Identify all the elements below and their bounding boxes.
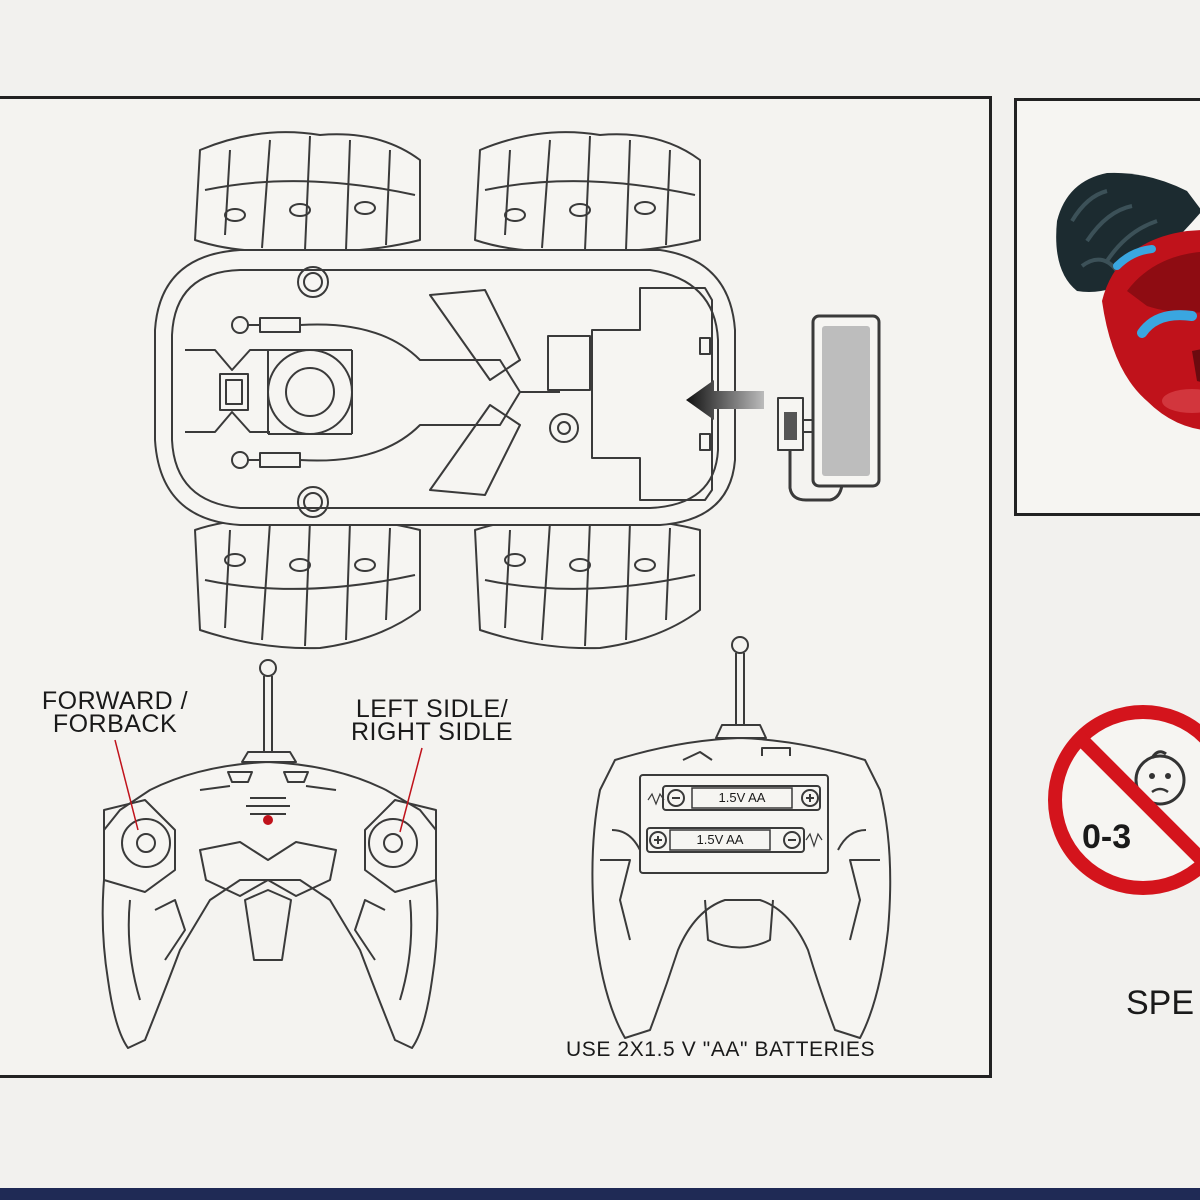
wheel-bottom-right (474, 517, 701, 650)
battery-slot-2-label: 1.5V AA (696, 832, 744, 847)
chassis (154, 249, 736, 526)
remote-front (101, 659, 439, 1049)
spec-heading: SPE (1126, 984, 1195, 1022)
wheel-top-right (474, 131, 701, 253)
side-label-line1: LEFT SIDLE/ (355, 695, 509, 723)
insert-arrow-icon (686, 380, 764, 420)
age-warning-text: 0-3 (1082, 818, 1132, 856)
wheel-top-left (194, 131, 421, 253)
car-photo (1056, 172, 1200, 430)
side-leader-line (399, 747, 423, 833)
remote-back (591, 636, 892, 1039)
forward-label: FORWARD / FORBACK (30, 687, 200, 738)
side-label: LEFT SIDLE/ RIGHT SIDLE (342, 695, 522, 746)
battery-pack (777, 314, 881, 502)
wheel-bottom-left (194, 517, 421, 650)
power-led-icon (263, 815, 273, 825)
battery-slot-1-label: 1.5V AA (718, 790, 766, 805)
forward-leader-line (114, 739, 139, 831)
side-label-line2: RIGHT SIDLE (350, 718, 514, 746)
age-warning-icon (1048, 705, 1200, 895)
forward-label-line2: FORBACK (52, 710, 178, 738)
battery-slot-2 (646, 827, 823, 853)
bottom-band (0, 1188, 1200, 1200)
battery-caption: USE 2X1.5 V "AA" BATTERIES (566, 1038, 876, 1061)
forward-label-line1: FORWARD / (41, 687, 189, 715)
product-photo-panel (1014, 98, 1200, 516)
battery-slot-1 (647, 785, 821, 811)
